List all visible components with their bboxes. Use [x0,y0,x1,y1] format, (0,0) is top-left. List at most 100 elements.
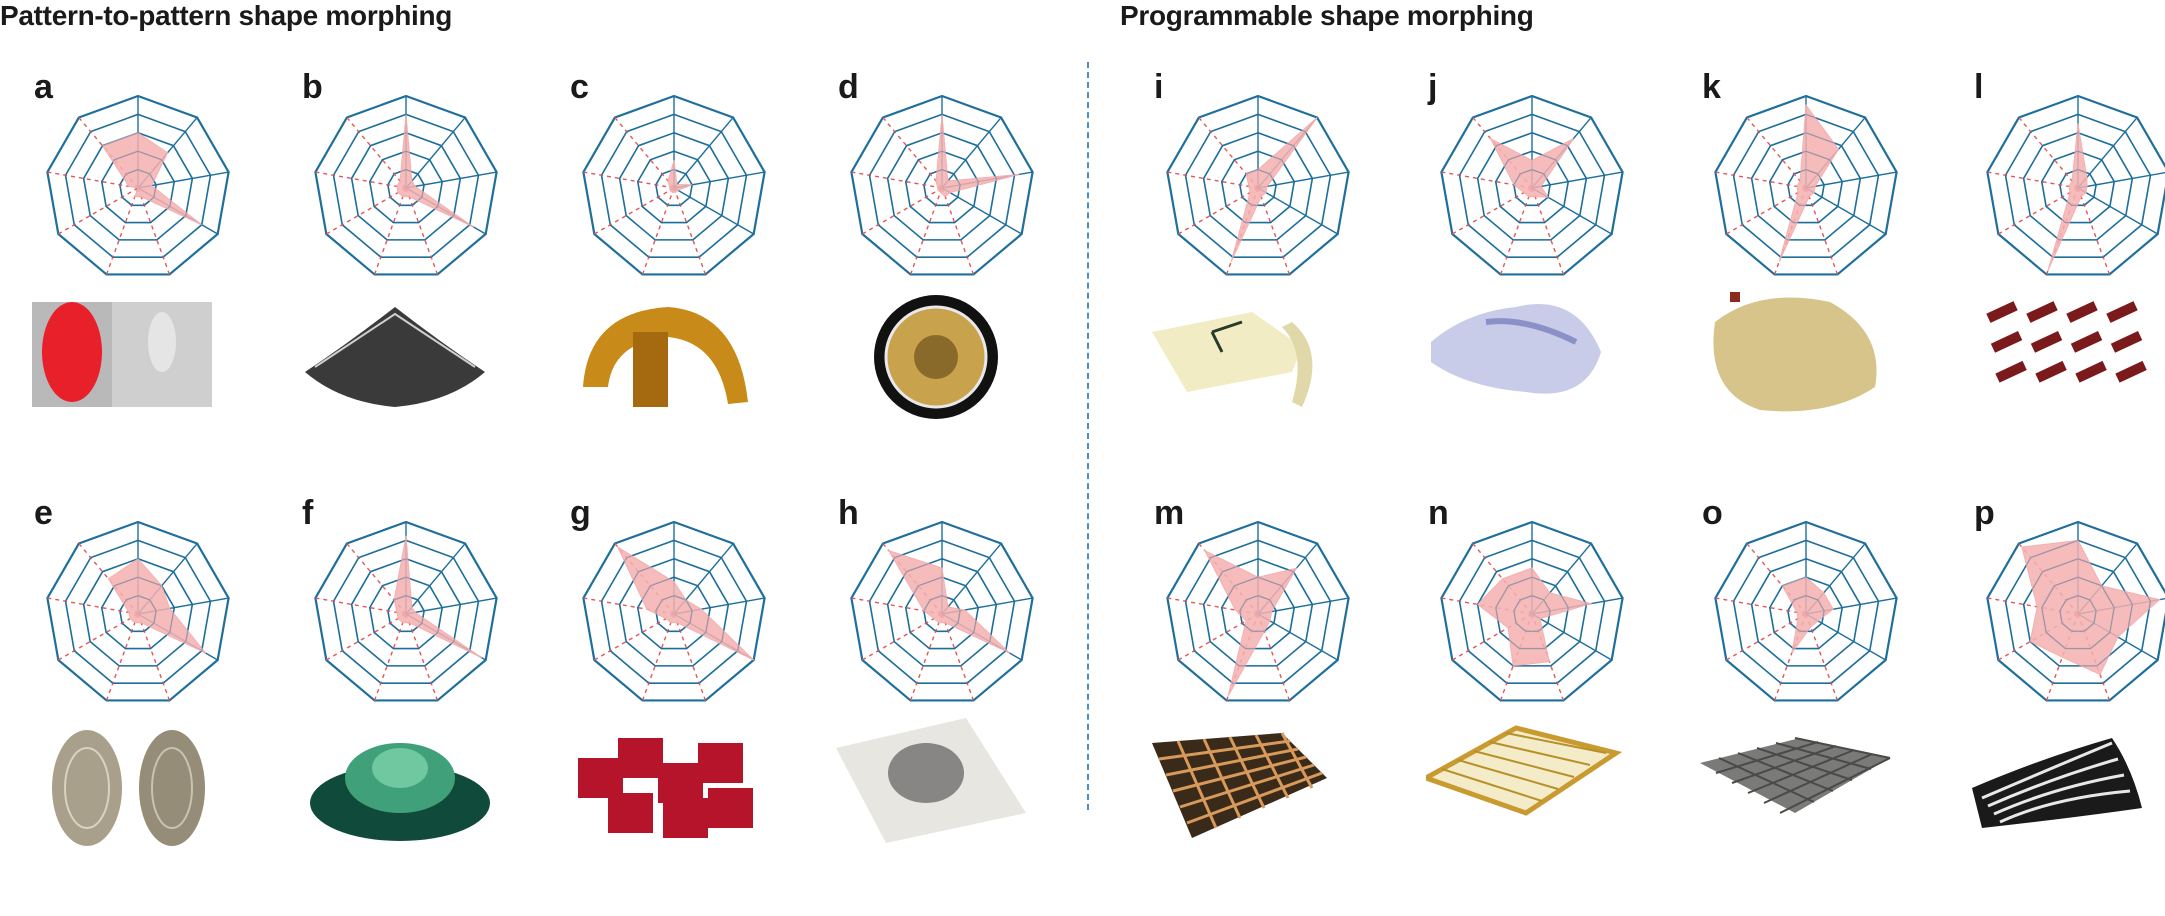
panel-o: o [1698,496,1968,916]
radar-ring [46,520,230,702]
panel-c: c [566,70,836,490]
radar-spoke [1257,187,1291,275]
radar-ring [1494,150,1570,224]
yellow-arch-icon [583,307,748,407]
radar-ring [582,94,766,276]
panel-l: l [1970,70,2165,490]
radar-ring-overlay [619,132,729,241]
section-title-left: Pattern-to-pattern shape morphing [0,0,453,31]
radar-spoke [673,187,755,235]
section-title-right: Programmable shape morphing [1120,0,1534,31]
panel-p: p [1970,496,2165,916]
radar-spoke [405,171,497,189]
radar-value-shape [1489,137,1574,198]
radar-ring [636,150,712,224]
red-face-mask-icon [32,302,212,407]
radar-spoke [1746,117,1807,189]
radar-ring [618,557,730,667]
radar-value-shape [1230,117,1318,262]
panel-letter: a [34,68,53,106]
radar-ring-overlay [64,539,212,684]
panel-letter: m [1154,494,1185,532]
radar-ring [868,113,1016,258]
radar-value-shape [2021,539,2161,676]
radar-spoke [2077,187,2159,235]
radar-value-shape [107,558,207,654]
radar-ring-overlay [1203,132,1313,241]
radar-ring-overlay [905,150,979,224]
radar-ring-overlay [1458,113,1606,258]
radar-spoke [105,613,139,701]
radar-chart-p [1986,520,2165,702]
radar-ring [1184,113,1332,258]
panel-letter: p [1974,494,1995,532]
radar-ring [582,520,766,702]
radar-ring [1202,131,1314,241]
radar-ring-overlay [619,558,729,667]
radar-spoke [851,171,943,189]
radar-ring [600,539,748,684]
radar-spoke [941,117,1002,189]
radar-ring-overlay [637,150,711,224]
radar-ring [1732,539,1880,684]
radar-ring-overlay [2041,150,2115,224]
radar-ring-overlay [923,169,961,206]
radar-chart-m [1166,520,1350,702]
panel-d: d [834,70,1104,490]
radar-spoke [1531,187,1565,275]
radar-ring-overlay [2023,558,2133,667]
radar-value-shape [2047,123,2088,271]
gray-sheet-icon [836,718,1026,843]
radar-ring [350,557,462,667]
grid-panel-icon [1152,732,1327,838]
radar-ring [82,131,194,241]
radar-chart-e [46,520,230,702]
radar-chart-g [582,520,766,702]
panel-letter: b [302,68,323,106]
radar-spoke [2077,171,2165,189]
panel-j: j [1424,70,1694,490]
radar-spoke [1257,171,1349,189]
panel-h: h [834,496,1104,916]
radar-value-shape [887,549,1011,654]
radar-ring-overlay [637,576,711,650]
radar-chart-h [850,520,1034,702]
cushion-pad-icon [1152,312,1313,407]
radar-spoke [1531,171,1623,189]
radar-chart-o [1714,520,1898,702]
beige-polyhedron-icon [1713,292,1877,412]
radar-ring-overlay [332,113,480,258]
radar-spoke [861,187,943,235]
radar-spoke [593,187,675,235]
radar-ring [1476,557,1588,667]
panel-b: b [298,70,568,490]
radar-ring [923,168,961,207]
radar-ring [1458,539,1606,684]
radar-spoke [105,187,139,275]
radar-chart-f [314,520,498,702]
radar-spoke [861,613,943,661]
radar-spoke [941,543,1002,615]
radar-spoke [325,187,407,235]
red-blocks-icon [578,738,753,838]
radar-ring-overlay [1477,132,1587,241]
radar-value-shape [1781,576,1834,654]
radar-ring-overlay [923,595,961,632]
radar-spoke [1805,613,1887,661]
radar-ring-overlay [600,539,748,684]
radar-ring-overlay [1769,576,1843,650]
radar-ring-overlay [119,169,157,206]
radar-spoke [315,171,407,189]
radar-ring [1714,94,1898,276]
radar-spoke [315,597,407,615]
radar-ring-overlay [1769,150,1843,224]
radar-ring [1750,131,1862,241]
radar-ring-overlay [351,132,461,241]
radar-ring [332,539,480,684]
radar-spoke [2018,117,2079,189]
radar-ring-overlay [868,539,1016,684]
gray-mesh-dome-icon [305,307,485,407]
radar-ring-overlay [1184,539,1332,684]
radar-chart-n [1440,520,1624,702]
radar-value-shape [101,132,203,226]
